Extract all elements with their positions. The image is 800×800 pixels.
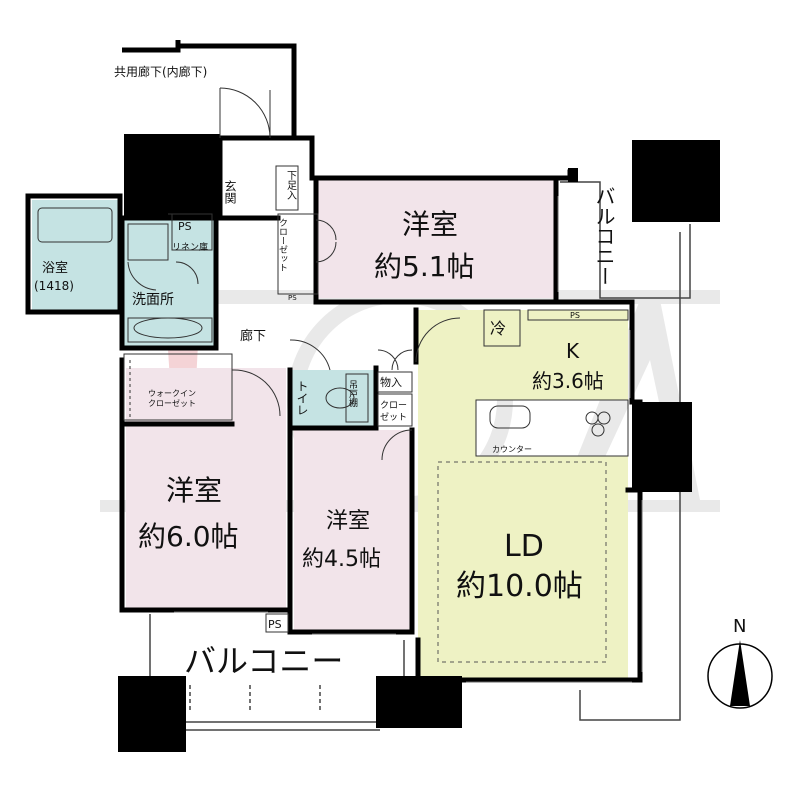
label-counter: カウンター (492, 445, 532, 454)
column-small (568, 168, 578, 182)
label-closet-room1: クローゼット (277, 218, 288, 272)
ps-box-south (265, 613, 289, 633)
ps-kitchen (527, 309, 629, 321)
label-k: K (566, 339, 580, 363)
windows (174, 196, 643, 683)
common-corridor-wall (122, 40, 297, 138)
toilet-tank (345, 373, 369, 423)
label-balcony-east: バルコニー (592, 186, 616, 286)
room-toilet (292, 370, 374, 426)
label-ps-small: PS (288, 294, 297, 302)
label-washroom: 洗面所 (132, 292, 174, 308)
stove-burner-2 (597, 411, 611, 425)
room3-door (289, 339, 331, 371)
label-walkin-closet: クローゼット (148, 398, 196, 408)
kitchen-counter (475, 399, 629, 457)
label-toilet: トイレ (295, 380, 309, 416)
column-nw (124, 134, 220, 218)
label-room2-name: 洋室 (166, 474, 222, 507)
label-room1-size: 約5.1帖 (374, 250, 475, 283)
column-ne (632, 140, 720, 222)
storage-door-b (391, 349, 413, 371)
shoe-box (275, 165, 299, 211)
room-western-1 (318, 180, 556, 298)
wall-bath (25, 193, 123, 315)
entrance-door (219, 87, 271, 139)
fixtures (37, 165, 629, 633)
vanity (127, 317, 213, 343)
bathtub (37, 207, 113, 243)
wall-room2-outer (119, 357, 293, 613)
room-washroom (124, 220, 214, 346)
label-room1-name: 洋室 (402, 208, 458, 241)
label-bath: 浴室 (42, 260, 68, 276)
closet-door-a (315, 219, 337, 241)
walkin-closet (123, 353, 233, 421)
washer-pan (127, 223, 169, 261)
label-entrance: 玄関 (223, 179, 237, 204)
stove-burner-3 (591, 423, 605, 437)
label-bath-size: (1418) (34, 279, 74, 293)
label-linen-small: 吊戸棚 (347, 380, 358, 408)
wall-room3-outer (287, 367, 415, 635)
wash-door (127, 261, 157, 291)
toilet-bowl (325, 387, 355, 409)
fridge-space (483, 309, 521, 347)
label-hallway: 廊下 (240, 328, 266, 344)
room-western-3 (294, 430, 412, 630)
label-shoe-box: 下足入 (285, 170, 297, 200)
room-ld (418, 310, 628, 680)
labels: 共用廊下(内廊下) 玄関 下足入 PS リネン庫 浴室 (1418) 洗面所 ク… (34, 64, 746, 680)
label-ps-kitchen: PS (570, 311, 580, 320)
label-fridge: 冷 (490, 319, 506, 338)
storage-door-a (377, 349, 399, 371)
balcony-east-outline (560, 181, 691, 299)
doors (127, 87, 461, 461)
label-north: N (733, 616, 746, 637)
label-ps-wash: PS (178, 220, 192, 233)
label-room2-size: 約6.0帖 (138, 520, 239, 553)
ld-ceiling-outline (437, 461, 607, 663)
label-balcony-south: バルコニー (184, 642, 343, 680)
sink (489, 405, 531, 429)
linen-door (175, 261, 199, 285)
closet-door-b (315, 241, 337, 263)
ld-door (415, 317, 461, 363)
closet-room1 (277, 213, 319, 295)
wall-north (217, 135, 573, 181)
compass (707, 640, 773, 709)
closet-door (381, 429, 413, 461)
label-walkin: ウォークイン (148, 389, 196, 398)
room2-door (231, 369, 281, 417)
label-ld: LD (504, 529, 544, 564)
label-closet-a: クロー (380, 400, 407, 411)
room-western-2 (126, 368, 286, 608)
room-bath (32, 200, 118, 310)
label-room3-size: 約4.5帖 (302, 547, 381, 572)
storage-box (377, 371, 413, 393)
label-ld-size: 約10.0帖 (456, 569, 583, 604)
column-sw (118, 676, 186, 752)
label-k-size: 約3.6帖 (532, 369, 604, 393)
columns (118, 134, 720, 752)
label-storage: 物入 (380, 375, 402, 389)
column-e (632, 402, 692, 492)
label-closet-b: ゼット (380, 411, 407, 423)
label-common-corridor: 共用廊下(内廊下) (114, 64, 207, 79)
column-s (376, 676, 462, 728)
label-linen: リネン庫 (172, 241, 208, 253)
closet-small (377, 393, 413, 427)
label-ps-south: PS (268, 618, 282, 631)
north-arrow-icon (730, 640, 750, 706)
label-room3-name: 洋室 (326, 509, 370, 534)
